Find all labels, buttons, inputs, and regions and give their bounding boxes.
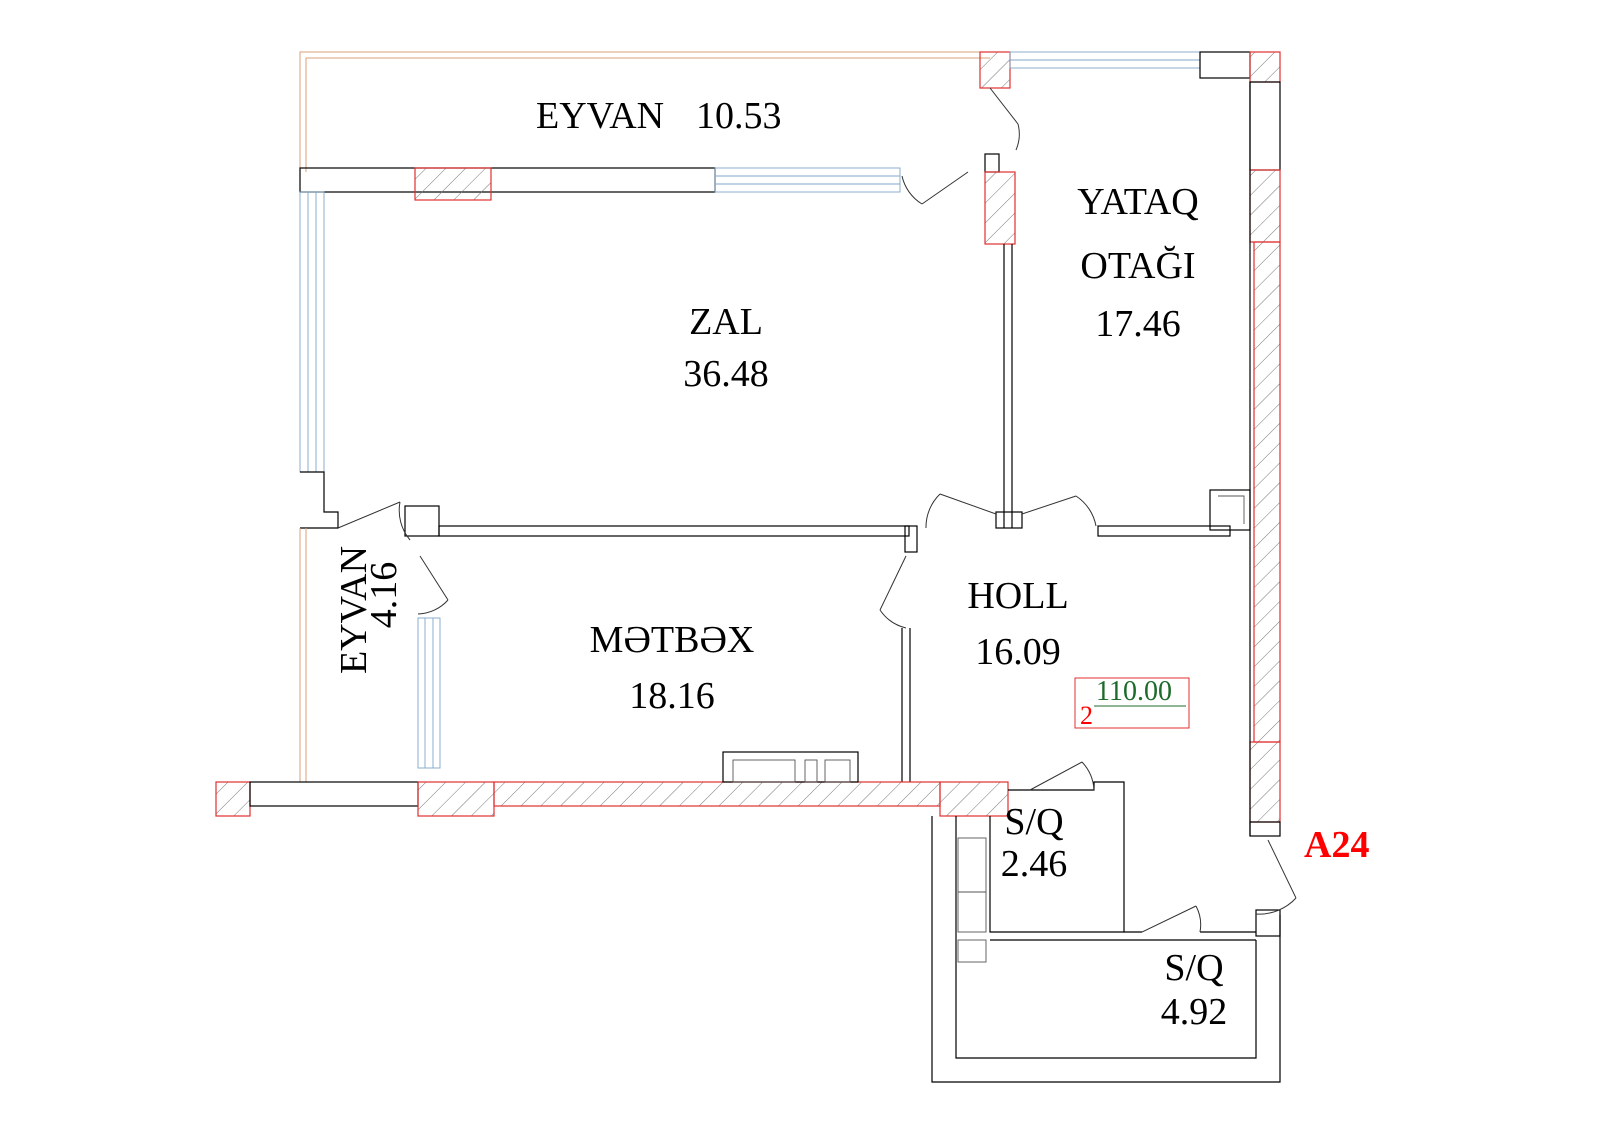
door-sq1 <box>1029 761 1095 791</box>
zal-area: 36.48 <box>683 353 769 395</box>
rooms-count: 2 <box>1080 701 1093 730</box>
apartment-code: A24 <box>1304 824 1369 866</box>
yataq-name-line1: YATAQ <box>1077 181 1199 223</box>
door-kitchen-sidebalcony <box>417 555 449 615</box>
bedroom-walls <box>979 51 1281 837</box>
door-zal-balcony <box>901 171 969 205</box>
sq2-name: S/Q <box>1164 947 1223 989</box>
door-balcony-bedroom <box>989 87 1020 151</box>
bottom-wall <box>215 751 1009 817</box>
zal-name: ZAL <box>689 301 763 343</box>
door-entrance <box>1255 839 1297 915</box>
eyvan-top-name: EYVAN <box>536 95 664 137</box>
balcony-rail <box>299 51 990 172</box>
yataq-name-line2: OTAĞI <box>1080 245 1195 287</box>
holl-area: 16.09 <box>975 631 1061 673</box>
eyvan-side-name: EYVAN <box>333 546 375 674</box>
zal-front-wall <box>299 167 901 201</box>
eyvan-side-area: 4.16 <box>363 562 405 629</box>
door-hall-bedroom <box>1021 495 1097 527</box>
kitchen-hall-partition <box>901 628 911 782</box>
summary-box: 2 110.00 <box>1074 676 1190 730</box>
door-hall-kitchen <box>879 555 907 629</box>
side-balcony-window <box>299 528 441 782</box>
zal-kitchen-partition <box>404 489 1251 553</box>
door-zal-sidebalcony <box>337 501 411 541</box>
door-hall-zal <box>925 493 997 529</box>
zal-left-window <box>299 191 339 529</box>
sq1-name: S/Q <box>1004 801 1063 843</box>
total-area: 110.00 <box>1096 676 1172 707</box>
metbex-name: MƏTBƏX <box>590 619 755 661</box>
yataq-area: 17.46 <box>1095 303 1181 345</box>
zal-bedroom-partition <box>984 153 1023 529</box>
storage-walls <box>931 781 1281 1083</box>
holl-name: HOLL <box>967 575 1068 617</box>
eyvan-top-area: 10.53 <box>696 95 782 137</box>
metbex-area: 18.16 <box>629 675 715 717</box>
sq2-area: 4.92 <box>1161 991 1228 1033</box>
sq1-area: 2.46 <box>1001 843 1068 885</box>
door-sq2 <box>1141 905 1202 933</box>
